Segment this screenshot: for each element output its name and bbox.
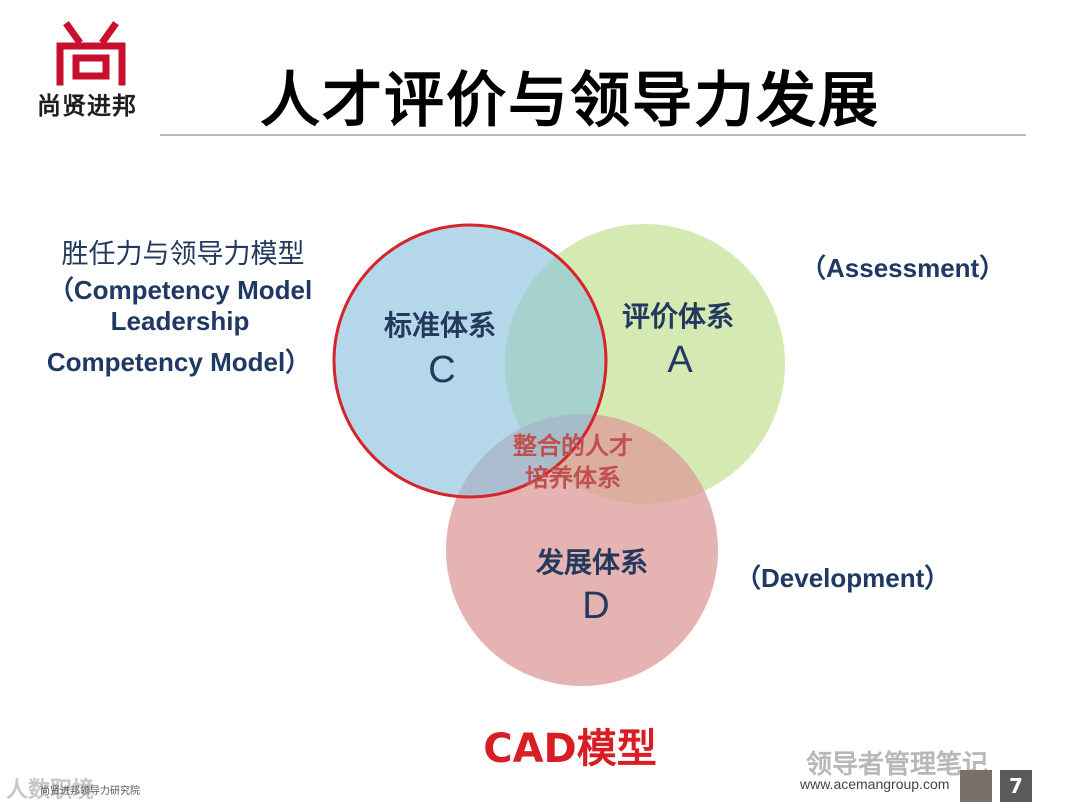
footer-url: www.acemangroup.com	[800, 776, 950, 792]
footer-org-text: 尚贤进邦领导力研究院	[40, 786, 140, 797]
circle-a-letter: A	[667, 339, 693, 381]
cad-model-caption: CAD模型	[483, 726, 657, 772]
development-label: （Development）	[735, 563, 951, 593]
brand-logo-text: 尚贤进邦	[37, 92, 137, 120]
center-label-line2: 培养体系	[525, 464, 621, 492]
circle-d-letter: D	[582, 585, 609, 627]
center-label-line1: 整合的人才	[513, 432, 633, 460]
brand-logo-icon	[56, 21, 126, 86]
competency-model-label-en-3: Competency Model）	[46, 347, 312, 377]
page-title: 人才评价与领导力发展	[260, 66, 880, 136]
circle-c-name: 标准体系	[384, 309, 496, 342]
circle-c-letter: C	[428, 349, 455, 391]
page-number-badge: 7	[1000, 770, 1032, 802]
assessment-label: （Assessment）	[800, 253, 1006, 283]
slide-badge-decoration	[960, 770, 992, 802]
watermark-left: 人数职境	[6, 778, 95, 803]
competency-model-label-en-2: Leadership	[110, 306, 250, 336]
circle-a-name: 评价体系	[622, 300, 734, 333]
competency-model-label-en-1: （Competency Model	[47, 275, 313, 305]
wechat-watermark: 领导者管理笔记	[806, 750, 989, 780]
circle-c-competency	[332, 223, 608, 499]
circle-d-name: 发展体系	[535, 546, 648, 579]
competency-model-label-cn: 胜任力与领导力模型	[61, 239, 305, 270]
title-divider	[160, 134, 1026, 136]
